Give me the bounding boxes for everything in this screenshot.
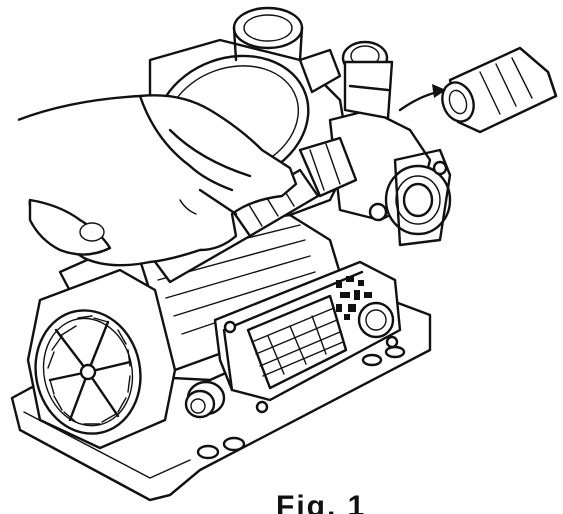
cable-gland (184, 380, 226, 419)
inlet-union (368, 148, 452, 247)
removed-cap (441, 46, 558, 134)
valve-body (298, 40, 394, 120)
removal-arrow (398, 84, 446, 112)
discharge-port (232, 6, 304, 62)
nameplate (246, 294, 348, 390)
figure-label: Fig. 1 (276, 492, 367, 514)
fan-grille (47, 315, 132, 425)
fan-cover (26, 268, 177, 450)
hand (17, 94, 298, 267)
control-knob (357, 301, 395, 339)
pixelated-logo (336, 276, 372, 320)
